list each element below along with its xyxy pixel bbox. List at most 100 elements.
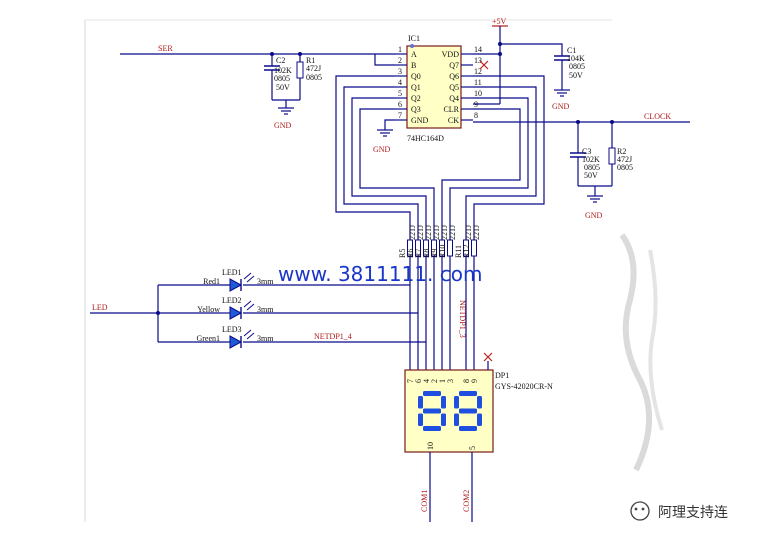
led-color: Yellow	[197, 305, 220, 314]
dp1-pin-num: 5	[468, 446, 477, 450]
segment-resistor	[471, 239, 477, 257]
vcc-net: +5V	[473, 17, 563, 105]
ic1-pin-num: 2	[398, 56, 402, 65]
c1-ref: C1	[567, 46, 576, 55]
pin1-marker-icon	[410, 44, 414, 48]
segment-resistor-array: R5221JR6221JR7221JR8221JR9221JR10221JR11…	[398, 225, 481, 258]
gnd-label-c1: GND	[552, 102, 570, 111]
c1-value: 104K	[567, 54, 585, 63]
capacitor-c1: C1 104K 0805 50V	[554, 46, 585, 90]
segment	[454, 413, 459, 426]
ic1-pin-num: 1	[398, 45, 402, 54]
c3-ref: C3	[582, 147, 591, 156]
segment	[459, 408, 477, 414]
capacitor-c2: C2 102K 0805 50V	[264, 54, 292, 100]
led-size: 3mm	[257, 334, 274, 343]
segment-resistor-value: 221J	[408, 225, 417, 240]
ic1-pin-num: 3	[398, 67, 402, 76]
segment-resistor-ref: R6	[406, 249, 415, 258]
led-size: 3mm	[257, 277, 274, 286]
led-net: LED NETDP1_4	[90, 284, 426, 343]
segment	[459, 426, 477, 431]
segment-resistor-ref: R12	[462, 245, 471, 258]
display-feed-wires	[409, 256, 475, 370]
segment	[418, 396, 423, 409]
segment	[477, 413, 482, 426]
segment	[454, 396, 459, 409]
segment-resistor-ref: R7	[414, 249, 423, 258]
ic1-pin-name: Q5	[449, 83, 459, 92]
resistor-r1: R1 472J 0805	[296, 54, 322, 100]
dp1-part: GYS-42020CR-N	[495, 382, 553, 391]
ic1-pin-num: 4	[398, 78, 402, 87]
segment-resistor-value: 221J	[424, 225, 433, 240]
digit-8	[454, 391, 482, 431]
r2-package: 0805	[617, 163, 633, 172]
segment	[423, 391, 441, 396]
display-dp1: DP1 GYS-42020CR-N	[404, 352, 553, 453]
ic1-74hc164: IC1 74HC164D	[406, 34, 462, 143]
ic1-pin-num: 6	[398, 100, 402, 109]
c2-voltage: 50V	[276, 83, 290, 92]
led-ref: LED1	[222, 268, 242, 277]
c3-voltage: 50V	[584, 171, 598, 180]
c1-package: 0805	[569, 62, 585, 71]
netdp1-3-label: NETDP1_3	[458, 300, 467, 338]
ic1-pin-name: Q7	[449, 61, 459, 70]
c3-value: 102K	[582, 155, 600, 164]
ic1-pin-name: A	[411, 50, 417, 59]
ic1-pin-num: 13	[474, 56, 482, 65]
right-edge-smudge	[619, 233, 664, 472]
led-ref: LED3	[222, 325, 242, 334]
led-net-label: LED	[92, 303, 108, 312]
dp1-pin-num: 9	[470, 379, 479, 383]
ic1-pin-name: CLR	[443, 105, 459, 114]
dp1-pin-num: 3	[446, 379, 455, 383]
segment-resistor-value: 221J	[448, 225, 457, 240]
digit-8	[418, 391, 446, 431]
ic1-pin-num: 12	[474, 67, 482, 76]
vcc-label: +5V	[492, 17, 507, 26]
dp1-pin-num: 1	[438, 379, 447, 383]
c2-ref: C2	[276, 56, 285, 65]
watermark: 阿理支持连	[630, 501, 728, 521]
segment-resistor-ref: R8	[422, 249, 431, 258]
ser-label: SER	[158, 44, 173, 53]
ic1-pin-name: Q6	[449, 72, 459, 81]
ic1-pin-name: Q1	[411, 83, 421, 92]
seven-segment-digits	[418, 391, 482, 431]
led-size: 3mm	[257, 305, 274, 314]
gnd-symbol-ic: GND	[373, 119, 395, 154]
segment	[477, 396, 482, 409]
led-color: Red1	[203, 277, 220, 286]
segment-resistor-value: 221J	[464, 225, 473, 240]
c3-package: 0805	[584, 163, 600, 172]
r1-package: 0805	[306, 73, 322, 82]
clock-net: CLOCK	[473, 112, 690, 196]
segment-resistor-value: 221J	[440, 225, 449, 240]
dp1-pin-num: 2	[430, 379, 439, 383]
r1-ref: R1	[306, 56, 315, 65]
segment-resistor-ref: R10	[438, 245, 447, 258]
ic1-pin-num: 14	[474, 45, 482, 54]
overlay-url-text: www. 3811111. com	[278, 262, 482, 286]
segment-resistor-ref: R9	[430, 249, 439, 258]
watermark-text: 阿理支持连	[658, 505, 728, 521]
dp1-bottom-pins: 10 5	[426, 442, 477, 450]
wechat-icon	[630, 501, 650, 521]
ic1-pin-name: CK	[448, 116, 459, 125]
ic1-pin-name: Q0	[411, 72, 421, 81]
gnd-symbol-clock: GND	[585, 195, 603, 220]
dp1-pin-num: 7	[406, 379, 415, 383]
r2-ref: R2	[617, 147, 626, 156]
ic1-pin-name: VDD	[442, 50, 460, 59]
c2-value: 102K	[274, 66, 292, 75]
dp1-pin-num: 10	[426, 442, 435, 450]
ic1-pin-name: Q4	[449, 94, 459, 103]
segment	[423, 408, 441, 414]
led-diode-icon	[229, 306, 243, 320]
ic1-part: 74HC164D	[407, 134, 444, 143]
